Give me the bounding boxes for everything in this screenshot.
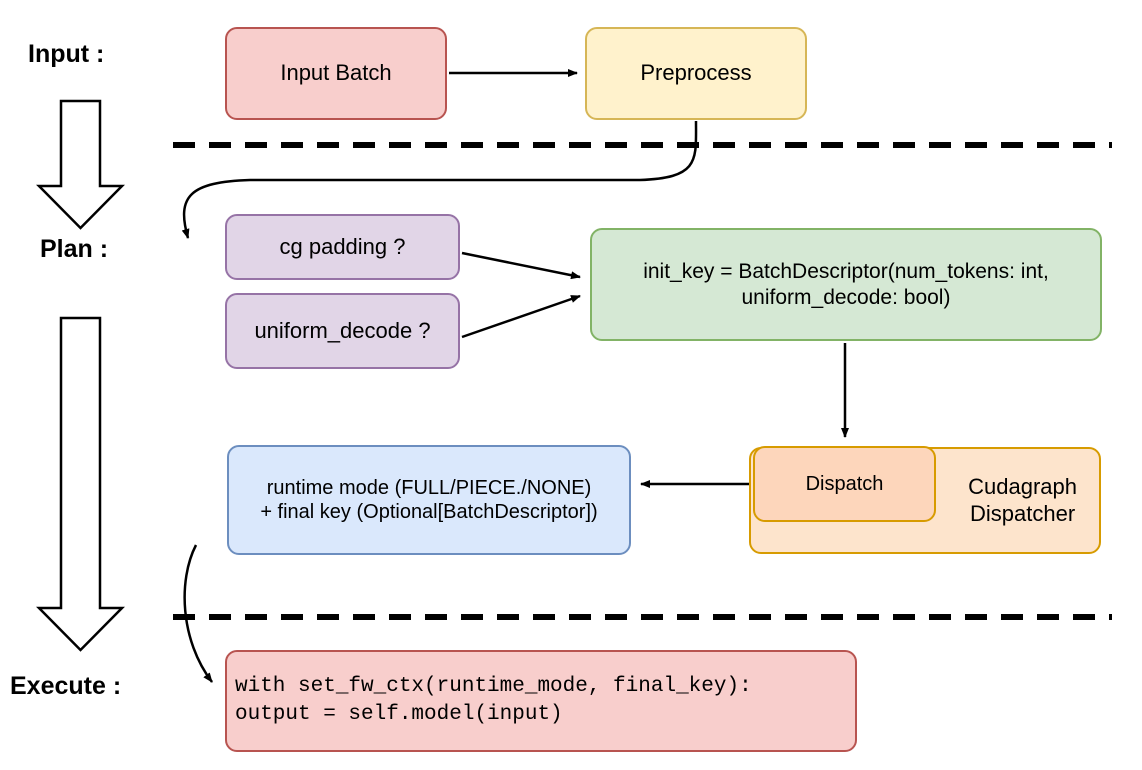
node-cg-padding[interactable]: cg padding ? [225,214,460,280]
node-exec-code[interactable]: with set_fw_ctx(runtime_mode, final_key)… [225,650,857,752]
node-init-key-label: init_key = BatchDescriptor(num_tokens: i… [643,259,1049,309]
node-dispatch-label: Dispatch [805,472,884,495]
stage-label-input: Input : [28,40,105,68]
node-runtime-mode-label: runtime mode (FULL/PIECE./NONE) + final … [260,476,598,523]
node-input-batch[interactable]: Input Batch [225,27,447,120]
plan-to-execute-block-arrow [36,316,125,652]
node-preprocess[interactable]: Preprocess [585,27,807,120]
edge-cg-padding-to-init-key [461,251,581,280]
input-to-plan-block-arrow [36,99,125,230]
edge-runtime-mode-to-exec-code [183,544,213,683]
node-cg-padding-label: cg padding ? [279,233,406,259]
node-exec-code-label: with set_fw_ctx(runtime_mode, final_key)… [235,674,752,726]
stage-label-execute: Execute : [10,672,122,700]
node-uniform-decode-label: uniform_decode ? [254,317,431,343]
stage-label-plan: Plan : [40,235,109,263]
node-input-batch-label: Input Batch [280,60,392,86]
node-uniform-decode[interactable]: uniform_decode ? [225,293,460,369]
node-runtime-mode[interactable]: runtime mode (FULL/PIECE./NONE) + final … [227,445,631,555]
node-dispatch[interactable]: Dispatch [753,446,936,522]
edge-uniform-decode-to-init-key [461,294,581,339]
node-init-key[interactable]: init_key = BatchDescriptor(num_tokens: i… [590,228,1102,341]
node-preprocess-label: Preprocess [640,60,752,86]
node-cudagraph-dispatcher-label: Cudagraph Dispatcher [968,473,1077,526]
